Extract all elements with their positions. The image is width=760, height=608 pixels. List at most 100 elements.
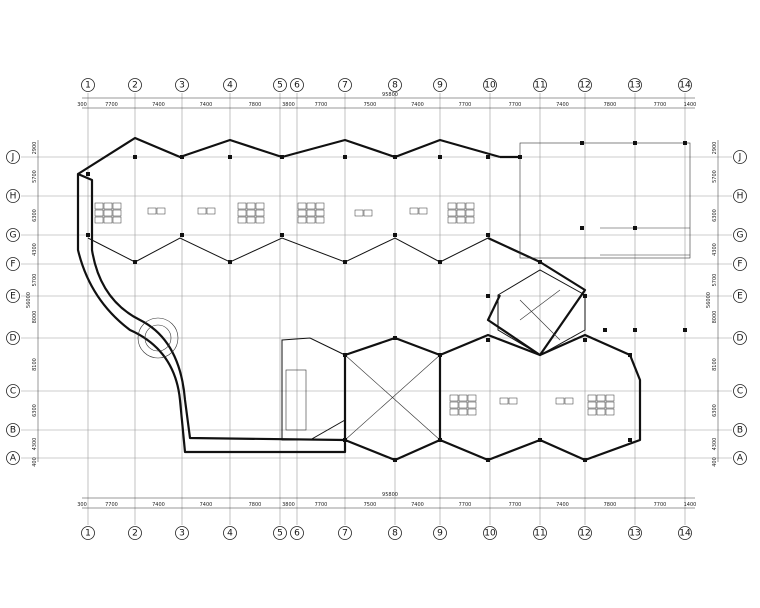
bottom-dim-1: 7700 <box>105 502 118 508</box>
column <box>580 141 584 145</box>
desk <box>467 408 477 416</box>
west-round-stair <box>137 317 179 359</box>
axis-bubble-top-1-label: 1 <box>85 81 91 91</box>
left-dim-0: 2900 <box>32 142 38 155</box>
axis-bubble-bottom-4 <box>223 526 237 540</box>
desk <box>564 397 574 405</box>
axis-bubble-top-5 <box>273 78 287 92</box>
west-stair-block <box>281 337 346 441</box>
desk <box>458 401 468 409</box>
left-dim-3: 4300 <box>32 243 38 256</box>
bottom-dim-13: 7700 <box>654 502 667 508</box>
axis-bubble-right-H-label: H <box>737 192 744 202</box>
axis-bubble-bottom-8 <box>388 526 402 540</box>
column <box>133 155 137 159</box>
axis-bubble-left-F <box>6 257 20 271</box>
desk <box>306 209 316 217</box>
left-dim-5: 8000 <box>32 311 38 324</box>
desk <box>94 202 104 210</box>
axis-bubble-top-9 <box>433 78 447 92</box>
bottom-dim-9: 7700 <box>459 502 472 508</box>
column <box>486 338 490 342</box>
top-dim-14: 1400 <box>684 102 697 108</box>
column <box>486 458 490 462</box>
desk <box>246 202 256 210</box>
desk <box>306 202 316 210</box>
top-dim-2: 7400 <box>152 102 165 108</box>
desk <box>112 209 122 217</box>
upper-south-zigzag <box>87 237 489 263</box>
desk <box>363 209 373 217</box>
axis-bubble-bottom-13 <box>628 526 642 540</box>
bottom-dim-6: 7700 <box>315 502 328 508</box>
desk <box>456 216 466 224</box>
axis-bubble-top-8 <box>388 78 402 92</box>
axis-bubble-right-E-label: E <box>737 292 743 302</box>
axis-bubble-top-2 <box>128 78 142 92</box>
top-dim-12: 7800 <box>604 102 617 108</box>
north-zigzag-wall <box>77 136 501 175</box>
desk <box>465 209 475 217</box>
top-dim-3: 7400 <box>200 102 213 108</box>
axis-bubble-right-J-label: J <box>738 153 742 163</box>
top-dim-total: 95800 <box>382 92 398 98</box>
top-dim-10: 7700 <box>509 102 522 108</box>
desk <box>103 216 113 224</box>
column <box>228 260 232 264</box>
axis-bubble-right-E <box>733 289 747 303</box>
axis-bubble-top-6 <box>290 78 304 92</box>
desk <box>409 207 419 215</box>
axis-bubble-top-13 <box>628 78 642 92</box>
axis-bubble-bottom-8-label: 8 <box>392 529 398 539</box>
axis-bubble-top-14-label: 14 <box>679 81 691 91</box>
desk <box>237 202 247 210</box>
bottom-dim-5: 3800 <box>282 502 295 508</box>
axis-bubble-top-3-label: 3 <box>179 81 185 91</box>
central-hexagon-hall <box>343 336 442 462</box>
desk <box>587 408 597 416</box>
axis-bubble-top-12 <box>578 78 592 92</box>
axis-bubble-right-B-label: B <box>737 426 743 436</box>
desk <box>456 202 466 210</box>
axis-bubble-left-H <box>6 189 20 203</box>
desk <box>237 216 247 224</box>
axis-bubble-top-4-label: 4 <box>227 81 233 91</box>
axis-bubble-left-D-label: D <box>10 334 17 344</box>
column <box>633 226 637 230</box>
axis-bubble-bottom-10-label: 10 <box>484 529 496 539</box>
desk <box>587 394 597 402</box>
right-dim-3: 4300 <box>712 243 718 256</box>
bottom-dim-total: 95800 <box>382 492 398 498</box>
desk <box>354 209 364 217</box>
east-open-block <box>519 142 691 259</box>
column <box>343 438 347 442</box>
axis-bubble-bottom-3 <box>175 526 189 540</box>
desk <box>467 401 477 409</box>
top-dim-4: 7800 <box>249 102 262 108</box>
desk <box>147 207 157 215</box>
axis-bubble-right-C <box>733 384 747 398</box>
desk <box>596 394 606 402</box>
axis-bubble-bottom-1-label: 1 <box>85 529 91 539</box>
desk <box>197 207 207 215</box>
right-dim-7: 6300 <box>712 404 718 417</box>
axis-bubble-bottom-11-label: 11 <box>534 529 545 539</box>
top-dim-0: 300 <box>77 102 87 108</box>
axis-bubble-bottom-5-label: 5 <box>277 529 283 539</box>
desk <box>246 209 256 217</box>
desk <box>449 394 459 402</box>
right-dim-5: 8000 <box>712 311 718 324</box>
axis-bubble-top-11 <box>533 78 547 92</box>
bottom-dim-8: 7400 <box>411 502 424 508</box>
desk <box>458 394 468 402</box>
desk <box>315 202 325 210</box>
bottom-dim-2: 7400 <box>152 502 165 508</box>
left-dim-2: 6300 <box>32 209 38 222</box>
column <box>633 141 637 145</box>
desk <box>447 216 457 224</box>
axis-bubble-left-D <box>6 331 20 345</box>
left-dim-total: 56000 <box>26 292 32 308</box>
axis-bubble-left-E-label: E <box>10 292 16 302</box>
axis-bubble-right-F <box>733 257 747 271</box>
